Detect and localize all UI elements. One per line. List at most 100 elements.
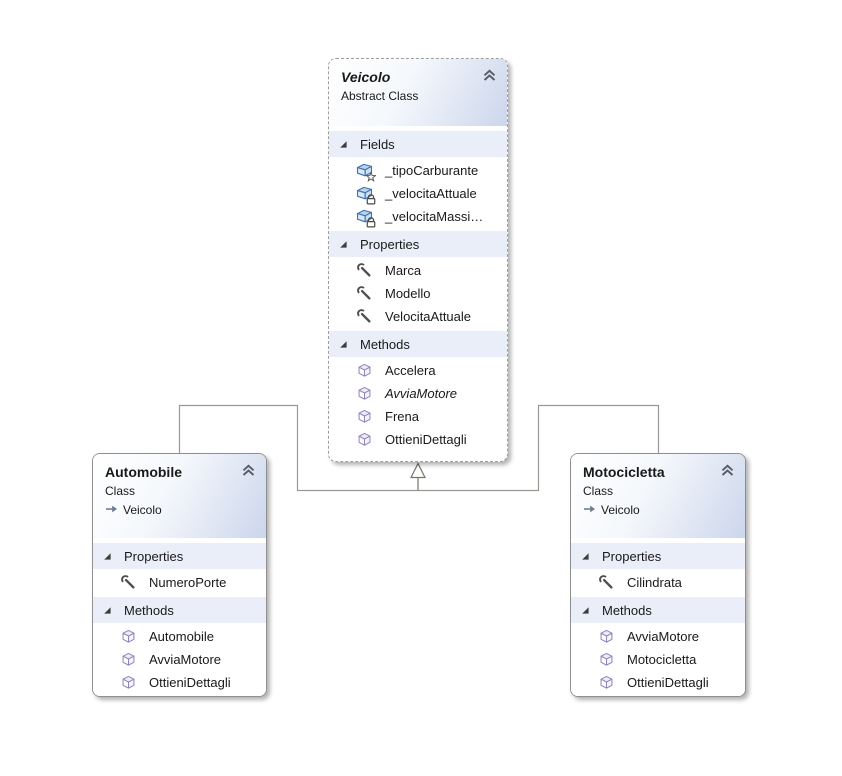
member-name: Accelera [385,363,436,378]
base-class-row: Veicolo [583,503,735,517]
member-name: AvviaMotore [627,629,700,644]
property-icon [597,575,616,591]
member-row[interactable]: _tipoCarburante [329,159,507,182]
member-name: Frena [385,409,419,424]
section-header-methods[interactable]: Methods [571,597,745,623]
member-name: AvviaMotore [149,652,222,667]
method-icon [355,409,374,425]
member-row[interactable]: Automobile [93,625,266,648]
chevron-collapse-icon[interactable] [241,464,256,477]
member-row[interactable]: OttieniDettagli [93,671,266,694]
chevron-collapse-icon[interactable] [720,464,735,477]
section-header-properties[interactable]: Properties [571,543,745,569]
member-row[interactable]: Accelera [329,359,507,382]
section-header-fields[interactable]: Fields [329,131,507,157]
member-name: _tipoCarburante [385,163,479,178]
method-icon [597,652,616,668]
class-title: Motocicletta [583,464,665,480]
class-title: Veicolo [341,69,391,85]
member-name: _velocitaAttuale [385,186,477,201]
section-label: Methods [602,602,652,618]
section-header-properties[interactable]: Properties [93,543,266,569]
property-icon [355,286,374,302]
base-arrow-icon [583,503,596,517]
member-row[interactable]: AvviaMotore [93,648,266,671]
method-icon [119,629,138,645]
base-class-name: Veicolo [601,503,640,517]
section-expanded-icon[interactable] [339,240,348,249]
class-box-motocicletta[interactable]: Motocicletta Class Veicolo Properties Ci… [570,453,746,697]
base-arrow-icon [105,503,118,517]
member-row[interactable]: _velocitaAttuale [329,182,507,205]
field-private-icon [355,186,376,205]
inheritance-triangle-arrowhead[interactable] [410,462,426,479]
member-name: NumeroPorte [149,575,227,590]
member-name: AvviaMotore [385,386,458,401]
member-row[interactable]: Frena [329,405,507,428]
class-header[interactable]: Veicolo Abstract Class [329,59,507,126]
method-icon [597,675,616,691]
section-label: Properties [360,236,420,252]
member-name: OttieniDettagli [627,675,709,690]
chevron-collapse-icon[interactable] [482,69,497,82]
method-icon [597,629,616,645]
class-box-veicolo[interactable]: Veicolo Abstract Class Fields _tipoCarbu… [328,58,508,462]
member-name: Marca [385,263,422,278]
section-expanded-icon[interactable] [581,552,590,561]
member-row[interactable]: VelocitaAttuale [329,305,507,328]
section-expanded-icon[interactable] [339,340,348,349]
class-kind: Class [583,484,614,498]
member-row[interactable]: _velocitaMassi… [329,205,507,228]
properties-list: Cilindrata [571,569,745,597]
base-class-name: Veicolo [123,503,162,517]
method-icon [355,386,374,402]
section-expanded-icon[interactable] [339,140,348,149]
section-label: Fields [360,136,395,152]
member-row[interactable]: Modello [329,282,507,305]
methods-list: Accelera AvviaMotore Frena OttieniDettag… [329,357,507,454]
property-icon [355,309,374,325]
section-expanded-icon[interactable] [103,552,112,561]
member-row[interactable]: OttieniDettagli [571,671,745,694]
section-label: Methods [360,336,410,352]
member-name: VelocitaAttuale [385,309,472,324]
member-row[interactable]: AvviaMotore [329,382,507,405]
method-icon [119,675,138,691]
section-header-methods[interactable]: Methods [329,331,507,357]
section-expanded-icon[interactable] [103,606,112,615]
method-icon [119,652,138,668]
class-title: Automobile [105,464,182,480]
base-class-row: Veicolo [105,503,256,517]
member-row[interactable]: Motocicletta [571,648,745,671]
properties-list: Marca Modello VelocitaAttuale [329,257,507,331]
method-icon [355,432,374,448]
class-kind: Class [105,484,136,498]
section-label: Methods [124,602,174,618]
section-expanded-icon[interactable] [581,606,590,615]
member-row[interactable]: NumeroPorte [93,571,266,594]
methods-list: AvviaMotore Motocicletta OttieniDettagli [571,623,745,696]
member-row[interactable]: Marca [329,259,507,282]
member-row[interactable]: AvviaMotore [571,625,745,648]
section-label: Properties [124,548,184,564]
member-name: Motocicletta [627,652,697,667]
method-icon [355,363,374,379]
member-name: Cilindrata [627,575,682,590]
class-kind: Abstract Class [341,89,419,103]
properties-list: NumeroPorte [93,569,266,597]
fields-list: _tipoCarburante _velocitaAttuale _veloci… [329,157,507,231]
member-row[interactable]: Cilindrata [571,571,745,594]
section-header-methods[interactable]: Methods [93,597,266,623]
class-header[interactable]: Automobile Class Veicolo [93,454,266,538]
member-name: OttieniDettagli [385,432,467,447]
methods-list: Automobile AvviaMotore OttieniDettagli [93,623,266,696]
property-icon [119,575,138,591]
section-header-properties[interactable]: Properties [329,231,507,257]
member-name: _velocitaMassi… [385,209,484,224]
property-icon [355,263,374,279]
class-header[interactable]: Motocicletta Class Veicolo [571,454,745,538]
member-row[interactable]: OttieniDettagli [329,428,507,451]
class-box-automobile[interactable]: Automobile Class Veicolo Properties Nume… [92,453,267,697]
